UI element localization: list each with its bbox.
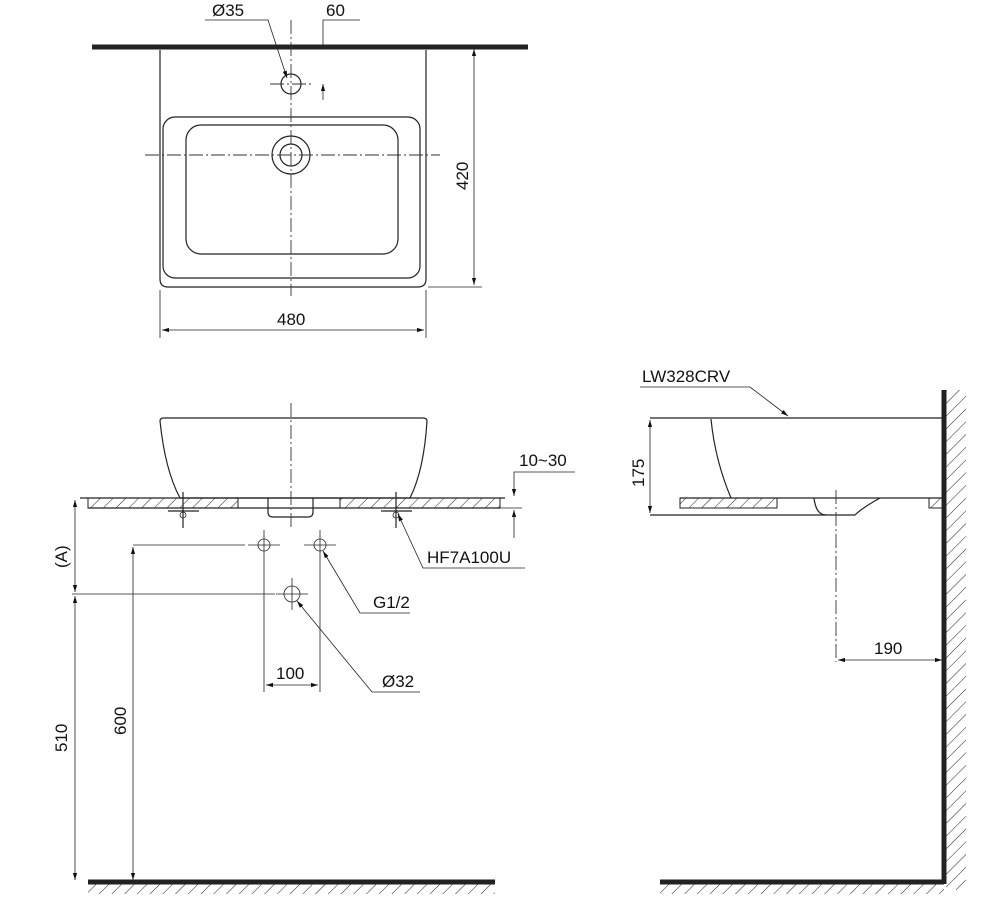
drain-body xyxy=(267,498,314,518)
wall-offset-dim: 190 xyxy=(874,639,902,658)
depth-dim: 420 xyxy=(453,162,472,190)
tap-hole-dim: Ø35 xyxy=(212,1,244,20)
drain-height-dim: 510 xyxy=(52,724,71,752)
model-label: LW328CRV xyxy=(642,367,731,386)
basin-outline xyxy=(159,50,427,288)
width-dim: 480 xyxy=(277,310,305,329)
basin-rim xyxy=(162,116,421,279)
tap-offset-dim: 60 xyxy=(326,1,345,20)
counter-thickness-dim: 10~30 xyxy=(519,451,567,470)
drain-dia-label: Ø32 xyxy=(382,672,414,691)
front-view: 10~30 HF7A100U (A) 510 600 100 G1/2 Ø32 xyxy=(52,403,575,894)
top-view: Ø35 60 420 480 xyxy=(92,1,528,338)
basin-side xyxy=(710,418,732,499)
dim-a: (A) xyxy=(52,545,71,568)
height-dim: 175 xyxy=(629,459,648,487)
bracket-left xyxy=(168,492,199,528)
drain-side xyxy=(813,497,881,516)
supply-thread-label: G1/2 xyxy=(373,593,410,612)
side-view: 175 LW328CRV 190 xyxy=(629,367,966,894)
basin-front xyxy=(159,417,428,499)
supply-height-dim: 600 xyxy=(111,707,130,735)
bracket-label: HF7A100U xyxy=(427,548,511,567)
basin-bowl xyxy=(185,124,399,255)
supply-spacing-dim: 100 xyxy=(276,664,304,683)
